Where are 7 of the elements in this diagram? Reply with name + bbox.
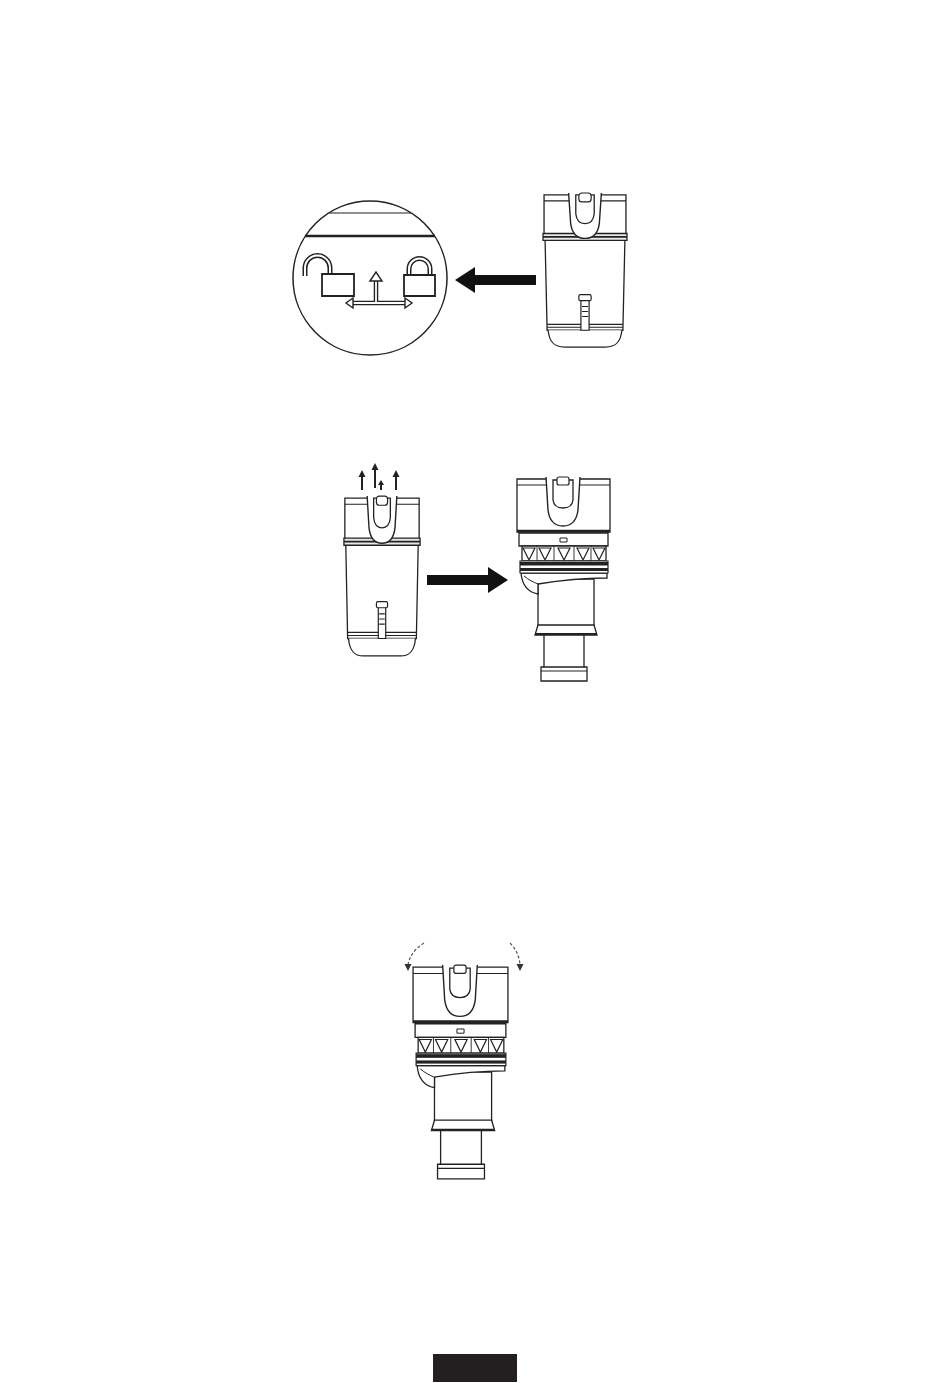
arrow [455,267,536,293]
canister-drawing [542,192,628,350]
magnified-lock-detail [291,199,449,357]
cyclone-unit-drawing [514,476,614,683]
arrow [427,567,508,593]
cyclone-unit-drawing [410,964,512,1181]
canister-drawing [343,495,421,659]
